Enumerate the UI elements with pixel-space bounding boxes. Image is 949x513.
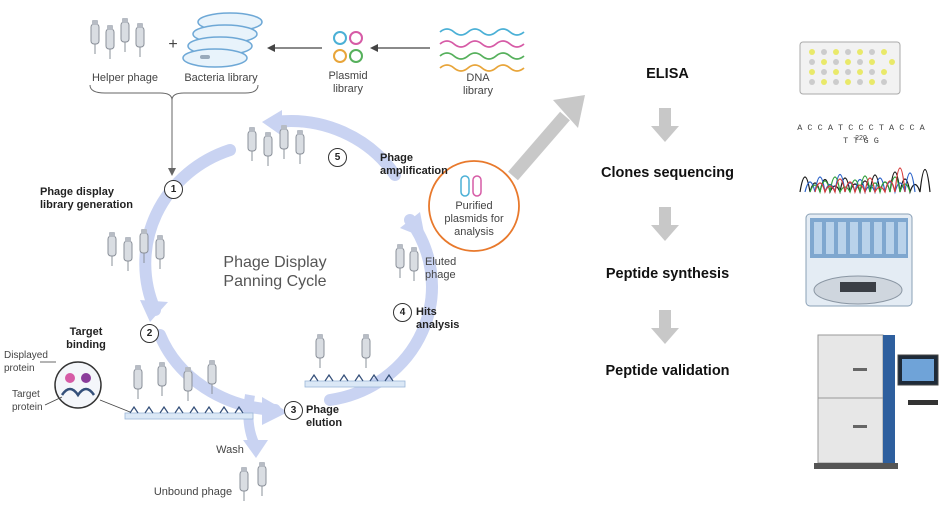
target-protein-label: Target protein — [12, 389, 43, 413]
panning-cycle-arrow — [139, 110, 438, 458]
step-3-number: 3 — [284, 401, 303, 420]
step-4-number: 4 — [393, 303, 412, 322]
petri-dish-icon — [182, 12, 263, 68]
step-2-label: Target binding — [66, 326, 106, 351]
purified-plasmids-label: Purified plasmids for analysis — [444, 200, 504, 238]
helper-phage-label: Helper phage — [91, 72, 159, 84]
chromatogram-icon — [799, 167, 931, 195]
step-3-label: Phage elution — [306, 404, 343, 429]
step-5-label: Phage amplification — [380, 152, 448, 177]
phage-group-unbound — [239, 461, 267, 502]
wash-label: Wash — [216, 444, 244, 456]
step-2-number: 2 — [140, 324, 159, 343]
unbound-phage-label: Unbound phage — [153, 486, 233, 498]
eluted-phage-label: Eluted phage — [425, 256, 457, 281]
workflow-step-clones-sequencing: Clones sequencing — [601, 165, 734, 181]
phage-group-left — [107, 228, 165, 272]
step-1-label: Phage display library generation — [40, 186, 133, 211]
workflow-step-peptide-validation: Peptide validation — [605, 363, 730, 379]
displayed-protein-label: Displayed protein — [4, 350, 48, 374]
flow-arrow-diagonal — [508, 95, 585, 181]
step-1-number: 1 — [164, 180, 183, 199]
lab-instrument-icon — [814, 334, 939, 469]
cycle-title: Phage Display Panning Cycle — [223, 254, 327, 290]
workflow-arrows — [651, 108, 679, 344]
dna-library-label: DNA library — [463, 72, 493, 97]
sequence-position: 220 — [855, 135, 867, 142]
helper-phage-icon — [90, 17, 145, 60]
plasmid-library-label: Plasmid library — [328, 70, 368, 95]
purified-plasmids-circle — [428, 160, 520, 252]
elisa-plate-icon — [799, 41, 901, 95]
peptide-synthesizer-icon — [805, 213, 913, 307]
dna-strand-icon — [439, 28, 525, 72]
bacteria-library-label: Bacteria library — [184, 72, 258, 84]
workflow-step-peptide-synthesis: Peptide synthesis — [605, 266, 730, 282]
plus-sign: + — [168, 36, 178, 53]
binding-zoom-icon — [40, 361, 131, 413]
workflow-step-elisa: ELISA — [646, 66, 689, 82]
sequence-text: A C C A T C C C T A C C A T T G G — [797, 123, 925, 146]
target-surface — [124, 373, 406, 420]
step-5-number: 5 — [328, 148, 347, 167]
plasmid-icon — [333, 31, 363, 63]
step-4-label: Hits analysis — [416, 306, 460, 331]
